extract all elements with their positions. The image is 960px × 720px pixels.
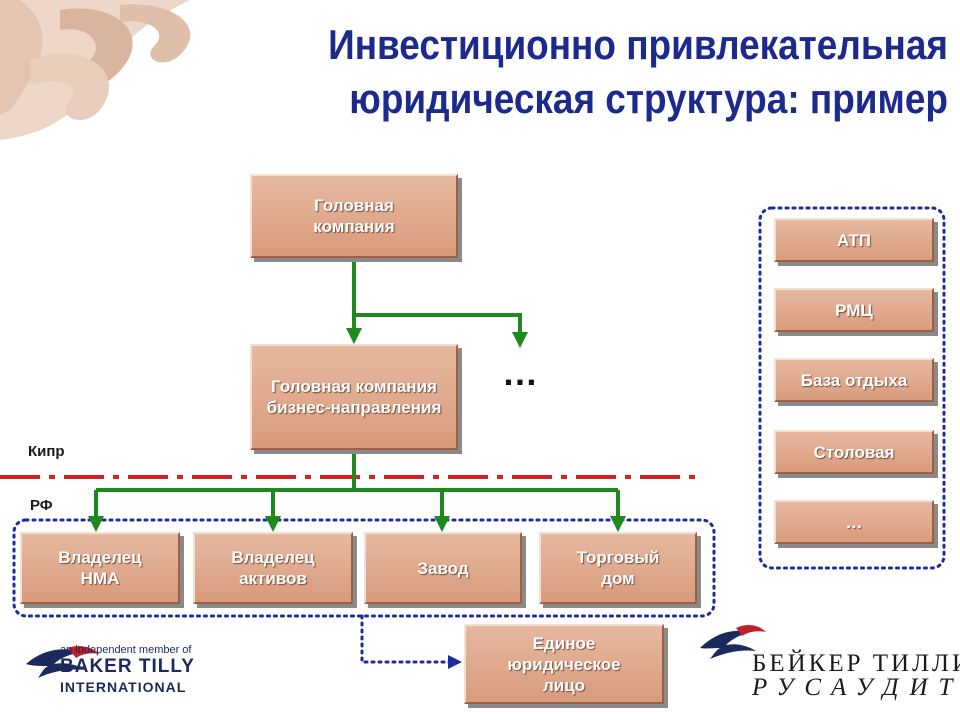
baker-tilly-rusaudit-bird-icon <box>700 624 766 659</box>
box-asset-owner: Владелец активов <box>193 532 353 604</box>
non-core-assets-group <box>758 206 946 570</box>
rf-subsidiaries-group <box>12 518 716 618</box>
label-rf: РФ <box>30 497 53 514</box>
label-cyprus: Кипр <box>28 443 65 460</box>
box-more: … <box>774 500 934 544</box>
logo-right-line-2: РУСАУДИТ <box>752 674 960 701</box>
page-title: Инвестиционно привлекательная юридическа… <box>262 18 948 126</box>
ellipsis-more-branches: … <box>502 352 539 393</box>
arrowhead-asset-owner <box>265 516 281 532</box>
connector-head-branch <box>354 313 522 335</box>
box-ip-owner: Владелец НМА <box>20 532 180 604</box>
box-recreation-base: База отдыха <box>774 358 934 402</box>
box-head-company: Головная компания <box>250 174 458 258</box>
dotted-arrow-single-entity <box>360 614 452 664</box>
logo-left-tagline: an independent member of <box>60 644 192 656</box>
box-trading-house: Торговый дом <box>539 532 697 604</box>
logo-right-line-1: БЕЙКЕР ТИЛЛИ <box>752 650 960 677</box>
arrowhead-trading-house <box>610 516 626 532</box>
decorative-swoosh <box>0 0 260 140</box>
arrowhead-plant <box>434 516 450 532</box>
logo-left-sub: INTERNATIONAL <box>60 679 187 695</box>
page-title-line-1: Инвестиционно привлекательная <box>328 21 948 68</box>
arrowhead-ip-owner <box>88 516 104 532</box>
box-atp: АТП <box>774 218 934 262</box>
arrowhead-ellipsis <box>512 332 528 348</box>
page-title-line-2: юридическая структура: пример <box>349 75 949 122</box>
box-rmc: РМЦ <box>774 288 934 332</box>
box-canteen: Столовая <box>774 430 934 474</box>
dotted-arrowhead <box>448 655 462 669</box>
box-plant: Завод <box>364 532 522 604</box>
logo-left-name: BAKER TILLY <box>60 656 195 677</box>
box-business-head: Головная компания бизнес-направления <box>250 344 458 450</box>
box-single-legal-entity: Единое юридическое лицо <box>464 624 664 704</box>
baker-tilly-bird-icon <box>26 646 100 678</box>
arrowhead-business <box>346 328 362 344</box>
